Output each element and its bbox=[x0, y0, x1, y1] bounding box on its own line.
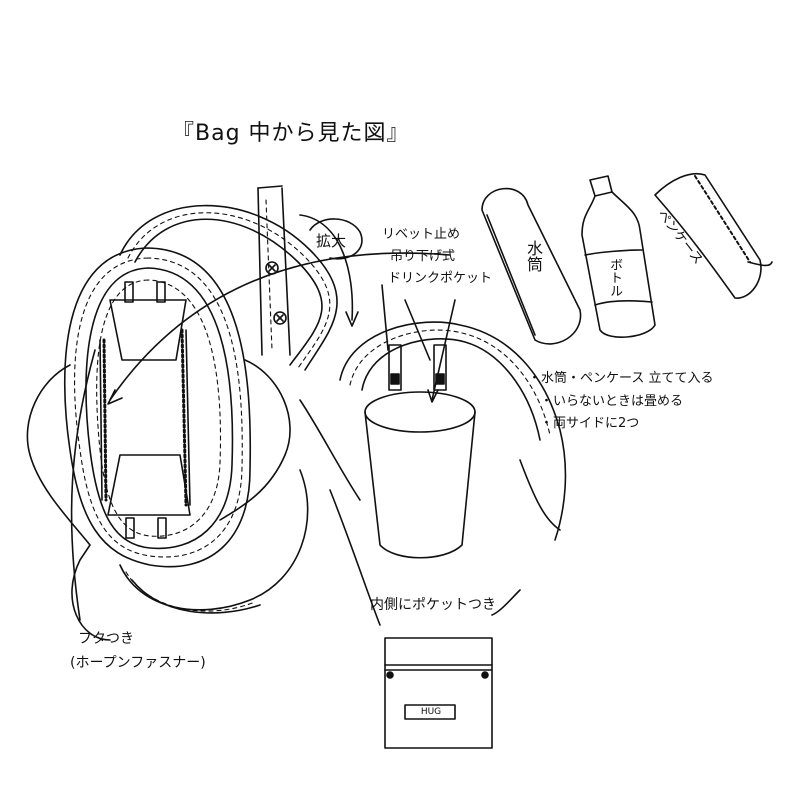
zipper-right bbox=[185, 329, 191, 506]
hug-logo-text: HUG bbox=[420, 707, 442, 717]
inner-pocket-card bbox=[329, 489, 521, 749]
pen-case-drawing bbox=[654, 173, 773, 299]
bag-outer-rim bbox=[63, 247, 252, 568]
bottle-label: ボトル bbox=[607, 258, 622, 297]
bag-inner-rim bbox=[85, 267, 234, 550]
water-bottle-label: 水筒 bbox=[524, 240, 543, 272]
inner-pocket-label: 内側にポケットつき bbox=[370, 597, 496, 613]
inner-side-pocket-bottom bbox=[107, 454, 191, 516]
drink-pocket-zoom bbox=[299, 284, 567, 559]
zoom-arrow bbox=[299, 214, 354, 321]
bottle-drawing bbox=[581, 175, 656, 338]
zipper-left bbox=[99, 339, 103, 501]
inner-side-pocket-top bbox=[109, 299, 187, 361]
long-arrow bbox=[109, 252, 451, 401]
handle-strap bbox=[119, 185, 338, 614]
hanging-label: 吊り下げ式 bbox=[390, 249, 456, 264]
zipper-label: (ホープンファスナー) bbox=[70, 655, 206, 671]
note-1: ・水筒・ペンケース 立てて入る bbox=[528, 371, 714, 386]
hug-logo-frame bbox=[404, 704, 456, 720]
rivet-label: リベット止め bbox=[382, 227, 461, 242]
water-bottle-drawing bbox=[481, 187, 582, 345]
note-3: ・両サイドに2つ bbox=[540, 416, 640, 431]
drink-pocket-label: ドリンクポケット bbox=[388, 271, 493, 286]
lid-label: フタつき bbox=[78, 631, 134, 647]
drawing-title: 『Bag 中から見た図』 bbox=[172, 121, 410, 146]
note-2: ・いらないときは畳める bbox=[540, 394, 684, 409]
lid-leader bbox=[70, 349, 96, 621]
zoom-label: 拡大 bbox=[316, 232, 347, 250]
bag-top-view bbox=[26, 247, 291, 641]
